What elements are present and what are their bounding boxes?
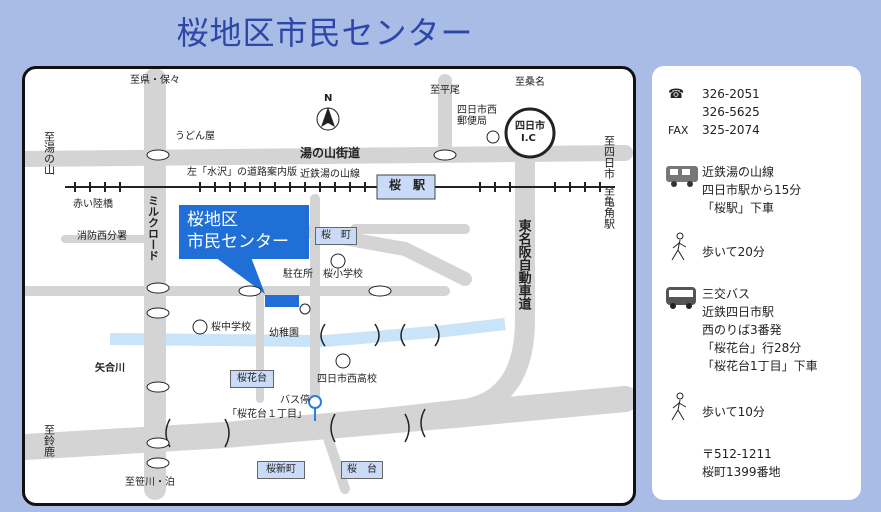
- label-junior-high: 桜中学校: [211, 322, 251, 333]
- label-post-office: 四日市西郵便局: [457, 105, 497, 127]
- label-top-dest-3: 至桑名: [515, 77, 545, 88]
- jhs-symbol: [192, 319, 208, 335]
- callout-line-2: 市民センター: [187, 232, 289, 252]
- railway: [65, 182, 615, 192]
- river-yagoi: [109, 318, 506, 348]
- label-elementary: 桜小学校: [323, 269, 363, 280]
- tag-sakuradai-2: 桜 台: [341, 461, 383, 479]
- label-milk-road: ミルクロード: [146, 195, 160, 261]
- route-markers: [146, 149, 457, 469]
- train-line: 近鉄湯の山線: [702, 165, 775, 179]
- train-time: 四日市駅から15分: [702, 183, 802, 197]
- tag-sakura-shinmachi: 桜新町: [257, 461, 305, 479]
- label-expressway: 東名阪自動車道: [515, 219, 531, 310]
- tag-sakuradai: 桜花台: [230, 370, 274, 388]
- label-left-dest-2: 至鈴鹿: [42, 424, 56, 457]
- bus-stop-marker: [308, 395, 322, 409]
- label-bus-stop-name: 「桜花台１丁目」: [227, 409, 307, 420]
- center-building: [265, 295, 299, 307]
- callout-pointer: [215, 257, 265, 294]
- label-top-dest-2: 至平尾: [430, 85, 460, 96]
- label-left-dest-1: 至湯の山: [42, 131, 56, 175]
- center-callout: 桜地区 市民センター: [179, 205, 309, 259]
- fax-number: 325-2074: [702, 123, 760, 137]
- label-ic-2: I.C: [521, 133, 536, 144]
- label-fire-station: 消防西分署: [77, 231, 127, 242]
- station-box: [376, 174, 436, 200]
- hs-symbol: [335, 353, 351, 369]
- label-sign: 左「水沢」の道路案内版: [187, 167, 297, 178]
- walking-icon: [671, 232, 687, 261]
- label-high-school: 四日市西高校: [317, 374, 377, 385]
- page-title: 桜地区市民センター: [176, 14, 474, 52]
- road-busstop: [320, 424, 350, 494]
- access-map: 至県・保々 至平尾 至桑名 至湯の山 至鈴鹿 至四日市 至亀角駅 至笹川・泊 N…: [22, 66, 636, 506]
- tel-1: 326-2051: [702, 87, 760, 101]
- label-railway: 近鉄湯の山線: [300, 169, 360, 180]
- bus-getoff: 「桜花台1丁目」下車: [702, 359, 818, 373]
- label-kindergarten: 幼稚園: [269, 328, 299, 339]
- label-ic-1: 四日市: [515, 121, 545, 132]
- label-udon: うどん屋: [175, 131, 215, 142]
- train-getoff: 「桜駅」下車: [702, 201, 775, 215]
- tel-2: 326-5625: [702, 105, 760, 119]
- phone-icon: ☎: [668, 87, 685, 102]
- label-river: 矢合川: [95, 363, 125, 374]
- bus-station: 近鉄四日市駅: [702, 305, 775, 319]
- train-icon: [666, 166, 698, 187]
- label-akai-rikkyo: 赤い陸橋: [73, 199, 113, 210]
- label-right-dest-2: 至亀角駅: [602, 185, 616, 229]
- ic-circle: [504, 107, 556, 159]
- bus-platform: 西のりば3番発: [702, 323, 782, 337]
- bus-company: 三交バス: [702, 287, 751, 301]
- walk-time-2: 歩いて10分: [702, 405, 765, 419]
- label-top-dest-1: 至県・保々: [130, 75, 180, 86]
- walk-time-1: 歩いて20分: [702, 245, 765, 259]
- bus-route: 「桜花台」行28分: [702, 341, 802, 355]
- elementary-symbol: [330, 253, 346, 269]
- fax-label: FAX: [668, 124, 689, 137]
- address: 桜町1399番地: [702, 465, 781, 479]
- label-police: 駐在所: [283, 269, 313, 280]
- callout-line-1: 桜地区: [187, 210, 238, 230]
- map-drawing: [25, 69, 633, 500]
- label-bottom-dest: 至笹川・泊: [125, 477, 175, 488]
- label-north: N: [324, 93, 333, 104]
- post-symbol: [486, 130, 500, 144]
- label-road-yunoyama: 湯の山街道: [300, 146, 361, 160]
- roads: [25, 69, 633, 500]
- road-south: [25, 386, 633, 460]
- label-bus-stop: バス停: [280, 395, 310, 406]
- label-right-dest-1: 至四日市: [602, 135, 616, 179]
- bus-icon: [666, 287, 696, 309]
- access-info-panel: ☎ 326-2051 326-5625 FAX 325-2074 近鉄湯の山線 …: [652, 66, 861, 500]
- walking-icon: [671, 392, 687, 421]
- tag-sakura-machi: 桜 町: [315, 227, 357, 245]
- postal-code: 〒512-1211: [702, 447, 772, 461]
- label-station: 桜 駅: [389, 178, 426, 192]
